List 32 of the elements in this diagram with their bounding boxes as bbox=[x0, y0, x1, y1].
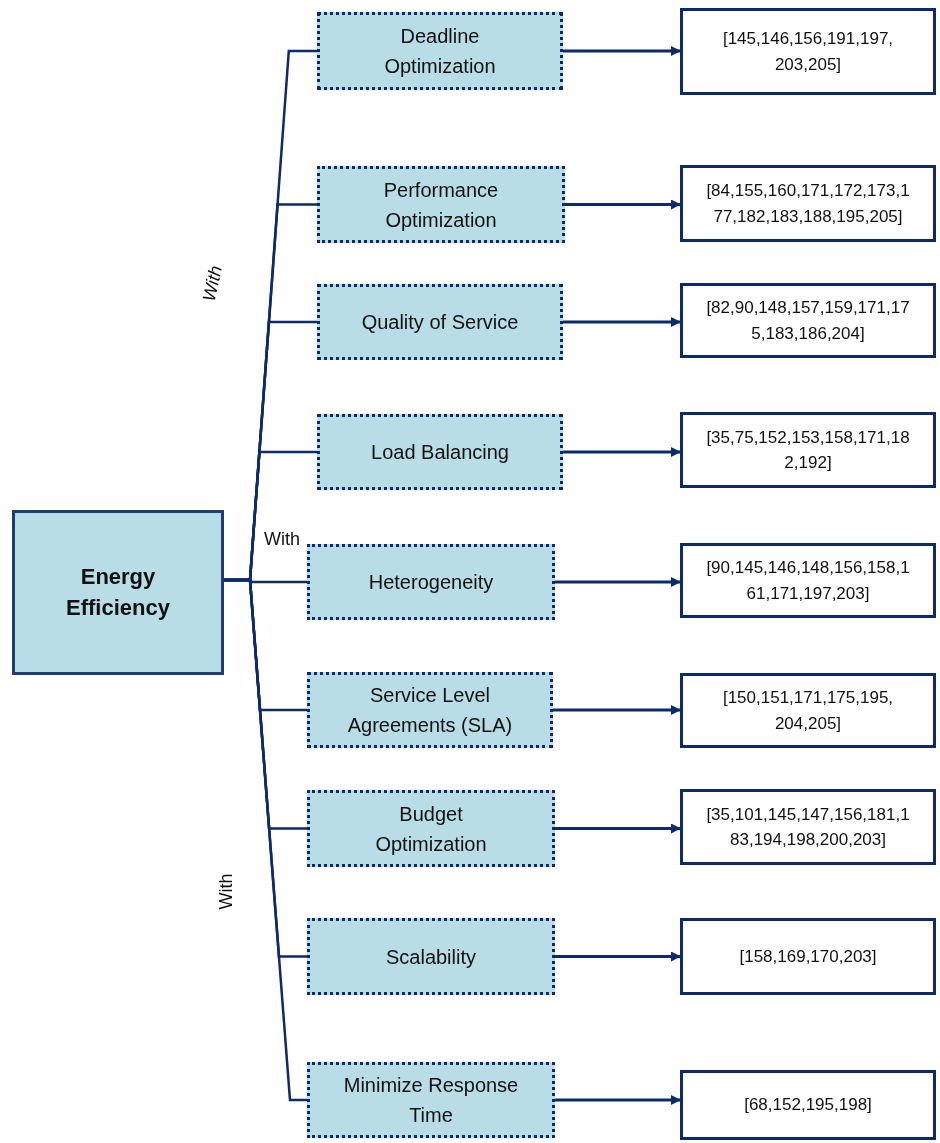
reference-box: [150,151,171,175,195, 204,205] bbox=[680, 673, 936, 748]
aspect-box: Performance Optimization bbox=[317, 166, 565, 243]
arrow bbox=[563, 46, 681, 56]
reference-box: [68,152,195,198] bbox=[680, 1070, 936, 1140]
aspect-box: Load Balancing bbox=[317, 414, 563, 490]
aspect-box: Scalability bbox=[307, 918, 555, 995]
topic-box: Energy Efficiency bbox=[12, 510, 224, 675]
reference-box: [84,155,160,171,172,173,1 77,182,183,188,195,205] bbox=[680, 165, 936, 242]
reference-box: [35,101,145,147,156,181,1 83,194,198,200,203] bbox=[680, 789, 936, 865]
reference-box: [158,169,170,203] bbox=[680, 918, 936, 995]
annotation-text: With bbox=[264, 528, 300, 551]
aspect-box: Service Level Agreements (SLA) bbox=[307, 672, 553, 748]
arrow bbox=[555, 1095, 681, 1105]
reference-box: [35,75,152,153,158,171,18 2,192] bbox=[680, 412, 936, 488]
aspect-box: Heterogeneity bbox=[307, 544, 555, 620]
tree-line bbox=[224, 578, 307, 1102]
arrow bbox=[565, 199, 681, 210]
aspect-box: Deadline Optimization bbox=[317, 12, 563, 90]
annotation-text: With bbox=[214, 873, 237, 910]
arrow bbox=[553, 705, 681, 715]
reference-box: [82,90,148,157,159,171,17 5,183,186,204] bbox=[680, 283, 936, 358]
arrow bbox=[555, 951, 681, 962]
aspect-box: Budget Optimization bbox=[307, 790, 555, 867]
arrow bbox=[563, 447, 681, 457]
reference-box: [90,145,146,148,156,158,1 61,171,197,203] bbox=[680, 543, 936, 618]
aspect-box: Quality of Service bbox=[317, 284, 563, 360]
reference-box: [145,146,156,191,197, 203,205] bbox=[680, 8, 936, 95]
arrow bbox=[555, 823, 681, 834]
arrow bbox=[563, 317, 681, 327]
arrow bbox=[555, 577, 681, 587]
aspect-box: Minimize Response Time bbox=[307, 1062, 555, 1138]
annotation-text: With bbox=[197, 263, 227, 304]
